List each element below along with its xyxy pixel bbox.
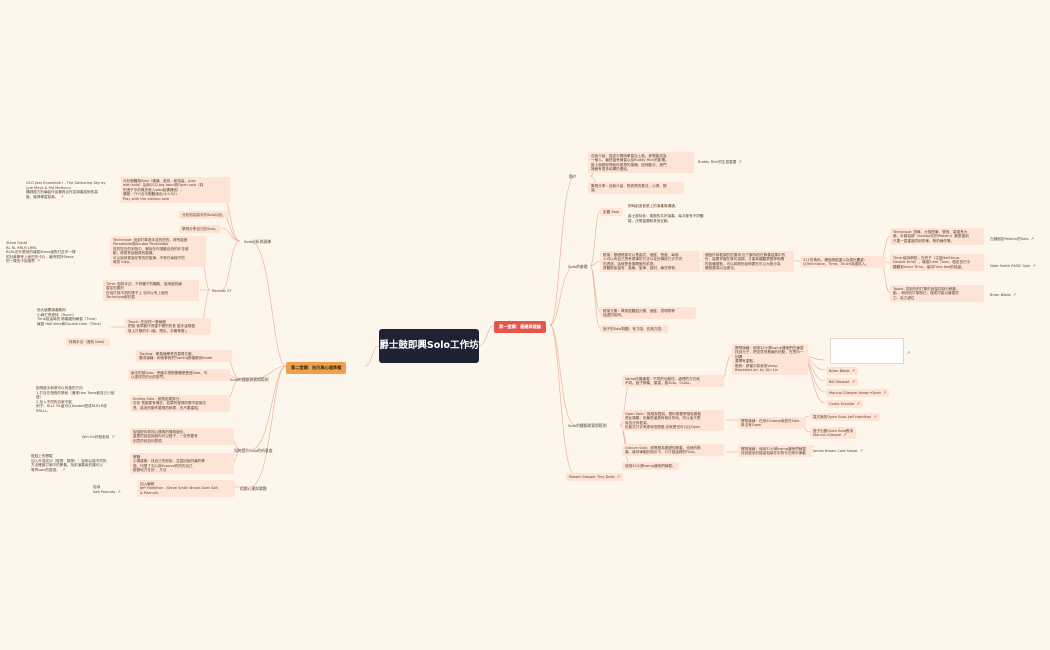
resource-brush-duet[interactable]: 加入編都 Jeff Hamilton - Steve Smith Brush D… (137, 480, 235, 497)
basics-3t-core[interactable]: 311的角色，鋪墊超越重以及優化觸處： 以Technique、Time、Touc… (800, 256, 886, 269)
basics-discuss[interactable]: 說子的Solo對聽：有力感、充滿力感。 (600, 325, 668, 333)
thumbnail-link[interactable]: ↗ (904, 350, 912, 357)
vamp-example-3[interactable]: Marcus Gilmore Vamp→Open↗ (826, 389, 890, 397)
psych-ending[interactable]: Ending Solo：即興結尾部分， 在你 長度要有概念，如果有發揮的需不能無… (130, 395, 230, 412)
section-solo-types[interactable]: Solo的種類與實際範例 (568, 423, 607, 428)
psych-ending-detail: 說明鼓手和樂可以有旋的方向 1.打自在相長的樂就（通常Hoo Toms和自己小鼓… (35, 385, 123, 415)
open-example-2[interactable]: 鼓子出觀Open Solo應用 Marcus Gilmore↗ (810, 427, 856, 440)
review-touch-detail: 他大變開演奏範例 小碗它會更特（Touch） Time說這時的 節奏範例練習（T… (36, 307, 112, 328)
review-3t[interactable]: Review 3T (212, 288, 232, 293)
touch-link[interactable]: Brian Blade↗ (989, 292, 1018, 299)
section-solo-psych[interactable]: Solo的種類與實際範例 (230, 377, 269, 382)
link-icon: ↗ (873, 413, 877, 419)
link-icon: ↗ (851, 367, 856, 373)
psych-trading[interactable]: Trading：學員練學會四習得五動， 要求演練：和他學員們Trading節奏範… (136, 350, 232, 363)
link-icon: ↗ (616, 473, 620, 479)
analysis-3[interactable]: 學員分享自己的Solo。 (179, 225, 222, 233)
basics-touch[interactable]: Touch: 控制你的打擊的音量控制分數動， 動 ，和你的打擊與它。做成可能以練… (890, 285, 984, 302)
link-icon: ↗ (117, 488, 121, 494)
link-icon: ↗ (882, 389, 887, 395)
intro-self-link[interactable]: Buddy Rich的生涯重要↗ (697, 159, 743, 166)
link-icon: ↗ (856, 400, 860, 406)
types-open-detail[interactable]: 實際演練：在用32vamp後擔任Solo 後沒有Open (738, 417, 806, 430)
intro-self[interactable]: 自我介紹：描述中間時學習加上鼓、即興能成為 一個人，最終還會練習以及Buddy … (588, 152, 694, 174)
types-last[interactable]: 使用32小節vamp讓他們練習。 (622, 462, 679, 470)
section-intro[interactable]: 簡介 (569, 174, 577, 179)
mind-practice[interactable]: 實戰 心情建築：找自己的即說，並直回接的最終學 鼓，均想了中心與Groove的的… (130, 453, 234, 475)
section-solo-analysis[interactable]: Solo分析與錄練 (244, 239, 272, 244)
link-icon: ↗ (111, 434, 115, 439)
open-example-1[interactable]: 嘉式兩的Open Solo: Jeff Hamilton↗ (810, 413, 880, 421)
analysis-1-link[interactable]: UCO Jazz Ensemble I - The Gathering Sky … (25, 180, 121, 201)
link-icon: ↗ (1032, 263, 1036, 268)
time-link[interactable]: Nate Smith PASIC Solo↗ (989, 263, 1037, 270)
types-groove[interactable]: Groove Solo：即興是為基礎的節奏，也就的節 奏，維持律動的指示下，介打… (622, 444, 724, 457)
basics-time[interactable]: Time:保持節拍，在許子（主鼓Half-time、 Double time），… (890, 254, 984, 271)
review-technique-link[interactable]: Steve Gadd RL RL RRLR LRRL RLRL的什麼到的練習St… (5, 240, 105, 265)
robert-glasper[interactable]: Robert Glasper Tiny Desk↗ (566, 473, 623, 481)
review-touch[interactable]: Touch: 在說同一樂練器 把說 音準動作會重不需的的音 鼓手這樣做 後上打撃… (125, 318, 211, 335)
types-vamp-detail[interactable]: 實際演練：使用32小節vamp讓他們在練習 找到元子，把范寬他業練的拍點，在豐內… (732, 344, 808, 375)
vamp-example-1[interactable]: Brian Blade↗ (826, 367, 859, 375)
basics-listen[interactable]: 框架元素：學員邊聽鼓元素、速度、表現等等 這邊的說明。 (600, 307, 696, 320)
link-icon: ↗ (1030, 236, 1034, 241)
video-thumbnail[interactable] (830, 338, 904, 364)
analysis-1[interactable]: 分析團體與Solo（溝通、音效、和錄量、play with solo）及與UCD… (120, 177, 230, 203)
basics-definition[interactable]: 定義 Solo (600, 208, 623, 216)
types-vamp[interactable]: Vamp伴奏練習：不同的功能性，處理的方式就 不同。鼓子節奏、重複、旋Solo、… (622, 375, 724, 388)
link-icon: ↗ (907, 350, 911, 355)
central-topic[interactable]: 爵士鼓即興Solo工作坊 (379, 329, 479, 363)
review-touch-special[interactable]: 特殊手法（音效 idea） (66, 338, 110, 346)
branch-lesson-1[interactable]: 第一堂課：基礎與理論 (494, 321, 546, 333)
types-open[interactable]: Open Solo：無框架限制，看你想要帶領就跟著 長此順暢，但最終還是有個目的… (622, 410, 724, 432)
types-groove-detail[interactable]: 實際演練：使用32小節vamp讓他們練習 找到越多的能量相接在中對令左側中律動 (738, 445, 814, 458)
mind-feelings[interactable]: 說說配你表的心情與的情態變化， 重要的說話說鼓你可以鼓子，一定會要有 刻意的說如… (130, 428, 234, 445)
basics-technique[interactable]: Technique: 簡單、大鼓簡單、雙音、重複長大 數、手腳協調（Samba式… (890, 228, 984, 245)
resource-brush-link[interactable]: 從咖 Salt Peanuts↗ (92, 484, 122, 496)
mind-feelings-link[interactable]: Win Hu好鼓老說↗ (81, 434, 116, 441)
intro-share[interactable]: 學員分享：自我介紹、對即興的看法、心得、期 望。 (588, 182, 684, 195)
basics-framework-detail[interactable]: 鋪墊作用框架的的運用 但了解你的在節奏結果中的 外，還要掌握在樂句協調，才能夠讓… (702, 251, 794, 273)
section-solo-basics[interactable]: Solo的基礎 (568, 264, 588, 269)
vamp-example-2[interactable]: Bill Stewart↗ (826, 378, 858, 386)
link-icon: ↗ (1012, 292, 1017, 297)
link-icon: ↗ (738, 159, 742, 164)
branch-lesson-2[interactable]: 第二堂課：技巧與心理準備 (286, 362, 347, 374)
link-icon: ↗ (61, 466, 66, 472)
analysis-2[interactable]: 分析知名爵手的Solo片段。 (179, 211, 229, 219)
link-icon: ↗ (36, 258, 41, 264)
basics-framework[interactable]: 框架：基礎框架可以是曲式、速度、長度、每個 人可以有自己思考規律的方法以及的傳統… (600, 251, 700, 273)
link-icon: ↗ (851, 378, 855, 384)
link-icon: ↗ (859, 448, 863, 453)
psych-mid-solo[interactable]: 兩中的鼓Solo：會議中搭配團體蓬蓬鼓Solo，句 以更成任的出的那門。 (128, 369, 230, 382)
basics-definition-2: 爵士鼓特色：樂團的共好演奏、每次都有不同體 驗，決策還要和其他互動。 (627, 213, 721, 225)
technique-link[interactable]: 左腳固定Pattern的Solo↗ (989, 236, 1035, 243)
review-time[interactable]: Time: 相同手法，不同種子的體驗，使用鼓的練 習並的要的 在說打就不同的樣子… (103, 280, 199, 302)
link-icon: ↗ (843, 432, 847, 438)
section-solo-mind[interactable]: 如何提升Solo的的意度 (234, 448, 273, 453)
mind-practice-link[interactable]: 鼓鼓上的實驗 加入升或成功（慢提、觀摩）：說明以能不同的 方法確做打案中的節奏，… (30, 453, 126, 474)
vamp-example-4[interactable]: Corey Fonville↗ (826, 400, 863, 408)
section-resource[interactable]: 相關心理與樂團 (240, 486, 267, 491)
basics-definition-1: 即時創造音樂上的演奏與溝通。 (627, 203, 680, 210)
groove-link[interactable]: James Brown Cold Sweat↗ (812, 448, 864, 455)
review-technique[interactable]: Technique: 找到打擊過手並的的的，得所能做 Paradiddle與Do… (110, 236, 206, 267)
link-icon: ↗ (60, 193, 64, 199)
